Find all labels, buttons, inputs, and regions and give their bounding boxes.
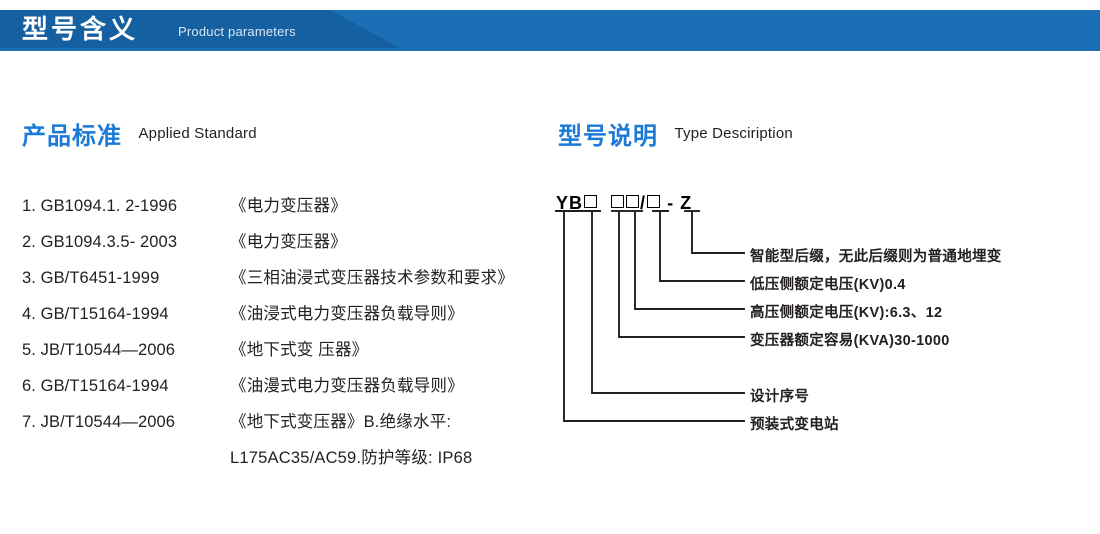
standard-name: 《油浸式电力变压器负载导则》	[230, 305, 464, 323]
model-code-box-2	[611, 195, 625, 208]
standard-name: 《三相油浸式变压器技术参数和要求》	[230, 269, 514, 287]
section-heading-en: Applied Standard	[138, 125, 257, 142]
standard-code: 6. GB/T15164-1994	[22, 377, 169, 395]
leader-design-no	[591, 210, 745, 394]
standard-code: 3. GB/T6451-1999	[22, 269, 160, 287]
list-item: 2. GB1094.3.5- 2003 《电力变压器》	[22, 228, 542, 264]
list-item: 6. GB/T15164-1994 《油漫式电力变压器负载导则》	[22, 372, 542, 408]
leader-lines	[555, 210, 745, 422]
callout-label-hv-voltage: 高压侧额定电压(KV):6.3、12	[750, 305, 943, 321]
leader-substation	[563, 210, 745, 422]
callout-label-suffix: 智能型后缀，无此后缀则为普通地埋变	[750, 249, 1002, 265]
list-item-continuation: L175AC35/AC59.防护等级: IP68	[22, 444, 542, 480]
model-code-box-3	[626, 195, 640, 208]
model-code-dash: -	[667, 193, 675, 213]
section-heading-cn: 产品标准	[22, 123, 122, 150]
standard-name: 《地下式变 压器》	[230, 341, 369, 359]
section-heading-type-description: 型号说明 Type Desciription	[558, 116, 793, 151]
banner-title-en: Product parameters	[178, 24, 296, 39]
callout-label-substation: 预装式变电站	[750, 417, 839, 433]
page-header-banner	[0, 10, 1100, 48]
standard-code: 5. JB/T10544—2006	[22, 341, 176, 359]
banner-title-cn: 型号含义	[22, 14, 139, 44]
model-code-box-4	[647, 195, 661, 208]
leader-capacity	[618, 210, 745, 338]
section-heading-cn: 型号说明	[558, 123, 658, 150]
section-heading-en: Type Desciription	[674, 125, 793, 142]
standard-name: 《电力变压器》	[230, 197, 347, 215]
section-heading-applied-standard: 产品标准 Applied Standard	[22, 116, 257, 151]
standard-name: 《地下式变压器》B.绝缘水平:	[230, 413, 452, 431]
model-code-diagram: YB / - Z 智能型后缀，无此后缀则为普通地埋变 低压侧额定电压	[540, 185, 1100, 435]
model-code-box-1	[584, 195, 598, 208]
continuation-spacer	[22, 444, 230, 480]
list-item: 7. JB/T10544—2006 《地下式变压器》B.绝缘水平:	[22, 408, 542, 444]
model-code-suffix: Z	[680, 193, 693, 213]
model-code-separator: /	[640, 193, 647, 213]
standard-name: 《油漫式电力变压器负载导则》	[230, 377, 464, 395]
callout-label-lv-voltage: 低压侧额定电压(KV)0.4	[750, 277, 906, 293]
leader-suffix	[691, 210, 745, 254]
leader-lv-voltage	[659, 210, 745, 282]
banner-underline	[0, 48, 1100, 51]
standard-code: 4. GB/T15164-1994	[22, 305, 169, 323]
list-item: 4. GB/T15164-1994 《油浸式电力变压器负载导则》	[22, 300, 542, 336]
leader-hv-voltage	[634, 210, 745, 310]
standard-name: 《电力变压器》	[230, 233, 347, 251]
standard-code: 1. GB1094.1. 2-1996	[22, 197, 178, 215]
list-item: 3. GB/T6451-1999 《三相油浸式变压器技术参数和要求》	[22, 264, 542, 300]
callout-label-design-no: 设计序号	[750, 389, 810, 405]
model-code-string: YB / - Z	[556, 193, 692, 214]
list-item: 1. GB1094.1. 2-1996 《电力变压器》	[22, 192, 542, 228]
model-code-prefix: YB	[556, 193, 584, 213]
standard-code: 7. JB/T10544—2006	[22, 413, 176, 431]
callout-label-capacity: 变压器额定容易(KVA)30-1000	[750, 333, 950, 349]
standards-list: 1. GB1094.1. 2-1996 《电力变压器》 2. GB1094.3.…	[22, 192, 542, 480]
standard-continuation-text: L175AC35/AC59.防护等级: IP68	[230, 449, 473, 467]
banner-wedge-shape	[0, 10, 400, 48]
standard-code: 2. GB1094.3.5- 2003	[22, 233, 178, 251]
list-item: 5. JB/T10544—2006 《地下式变 压器》	[22, 336, 542, 372]
